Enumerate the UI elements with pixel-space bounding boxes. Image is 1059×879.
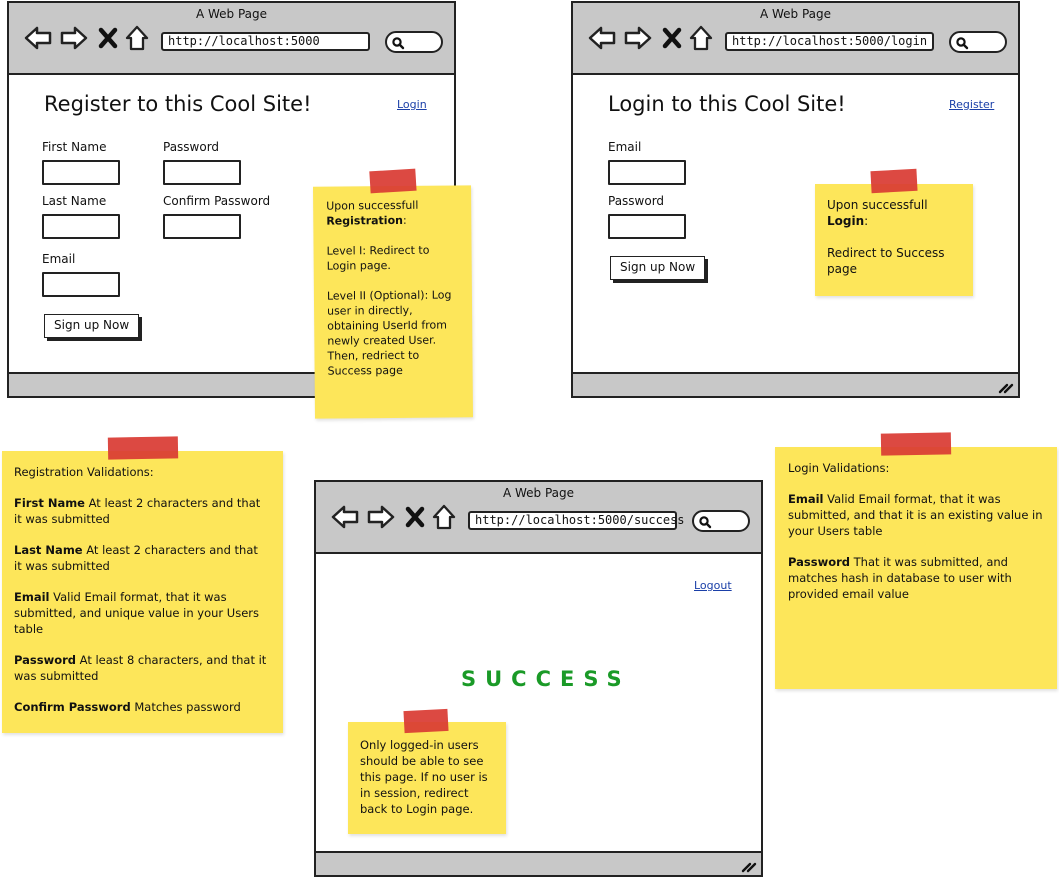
last-name-label: Last Name (42, 194, 107, 208)
validation-item: Password At least 8 characters, and that… (14, 653, 267, 683)
email-label: Email (608, 140, 642, 154)
registration-validations-note: Registration Validations: First Name At … (2, 436, 283, 733)
login-browser-window: A Web Page http://localhost:5000/login L… (571, 1, 1020, 398)
back-arrow-icon[interactable] (23, 24, 53, 52)
validation-item: First Name At least 2 characters and tha… (14, 496, 261, 526)
validations-heading: Registration Validations: (14, 465, 154, 479)
close-x-icon[interactable] (661, 24, 683, 52)
close-x-icon[interactable] (404, 503, 426, 531)
validations-heading: Login Validations: (788, 461, 890, 475)
address-bar[interactable]: http://localhost:5000/login (725, 32, 934, 51)
logout-link[interactable]: Logout (694, 579, 732, 592)
status-bar (316, 851, 761, 875)
forward-arrow-icon[interactable] (623, 24, 653, 52)
forward-arrow-icon[interactable] (366, 503, 396, 531)
window-title: A Web Page (759, 7, 832, 21)
browser-toolbar: A Web Page http://localhost:5000/login (573, 3, 1018, 75)
search-box[interactable] (949, 31, 1007, 53)
resize-grip-icon[interactable] (741, 858, 757, 873)
validation-item: Email Valid Email format, that it was su… (788, 492, 1043, 538)
password-label: Password (608, 194, 665, 208)
back-arrow-icon[interactable] (587, 24, 617, 52)
confirm-password-input[interactable] (163, 214, 241, 239)
search-icon (392, 37, 405, 50)
email-input[interactable] (42, 272, 120, 297)
note-level-two: Level II (Optional): Log user in directl… (326, 288, 452, 378)
first-name-input[interactable] (42, 160, 120, 185)
validation-item: Confirm Password Matches password (14, 700, 241, 714)
success-browser-window: A Web Page http://localhost:5000/success… (314, 480, 763, 877)
home-icon[interactable] (688, 24, 714, 52)
status-bar (573, 372, 1018, 396)
search-icon (699, 516, 712, 529)
tape (403, 708, 449, 734)
home-icon[interactable] (431, 503, 457, 531)
window-title: A Web Page (195, 7, 268, 21)
tape (880, 432, 952, 456)
page-title: Register to this Cool Site! (44, 92, 312, 116)
search-box[interactable] (385, 31, 443, 53)
first-name-label: First Name (42, 140, 107, 154)
back-arrow-icon[interactable] (330, 503, 360, 531)
address-bar[interactable]: http://localhost:5000/success (468, 511, 685, 530)
confirm-password-label: Confirm Password (163, 194, 271, 208)
home-icon[interactable] (124, 24, 150, 52)
password-label: Password (163, 140, 220, 154)
sign-up-button[interactable]: Sign up Now (610, 256, 706, 280)
login-validations-note: Login Validations: Email Valid Email for… (775, 432, 1057, 689)
email-label: Email (42, 252, 76, 266)
tape (369, 168, 417, 194)
address-bar[interactable]: http://localhost:5000 (161, 32, 370, 51)
browser-toolbar: A Web Page http://localhost:5000 (9, 3, 454, 75)
email-input[interactable] (608, 160, 686, 185)
close-x-icon[interactable] (97, 24, 119, 52)
tape (107, 436, 179, 460)
window-title: A Web Page (502, 486, 575, 500)
page-title: Login to this Cool Site! (608, 92, 846, 116)
search-box[interactable] (692, 510, 750, 532)
last-name-input[interactable] (42, 214, 120, 239)
password-input[interactable] (608, 214, 686, 239)
forward-arrow-icon[interactable] (59, 24, 89, 52)
login-link[interactable]: Login (397, 98, 427, 111)
tape (870, 168, 918, 194)
register-link[interactable]: Register (949, 98, 995, 111)
success-access-note: Only logged-in users should be able to s… (348, 708, 506, 834)
note-text: Only logged-in users should be able to s… (360, 738, 488, 816)
success-message: SUCCESS (461, 667, 631, 691)
validation-item: Password That it was submitted, and matc… (788, 555, 1012, 601)
password-input[interactable] (163, 160, 241, 185)
browser-toolbar: A Web Page http://localhost:5000/success (316, 482, 761, 554)
validation-item: Email Valid Email format, that it was su… (14, 590, 259, 636)
search-icon (956, 37, 969, 50)
resize-grip-icon[interactable] (998, 379, 1014, 394)
note-level-one: Level I: Redirect to Login page. (326, 243, 430, 273)
sign-up-button[interactable]: Sign up Now (44, 314, 140, 338)
validation-item: Last Name At least 2 characters and that… (14, 543, 258, 573)
note-redirect: Redirect to Success page (827, 246, 945, 276)
